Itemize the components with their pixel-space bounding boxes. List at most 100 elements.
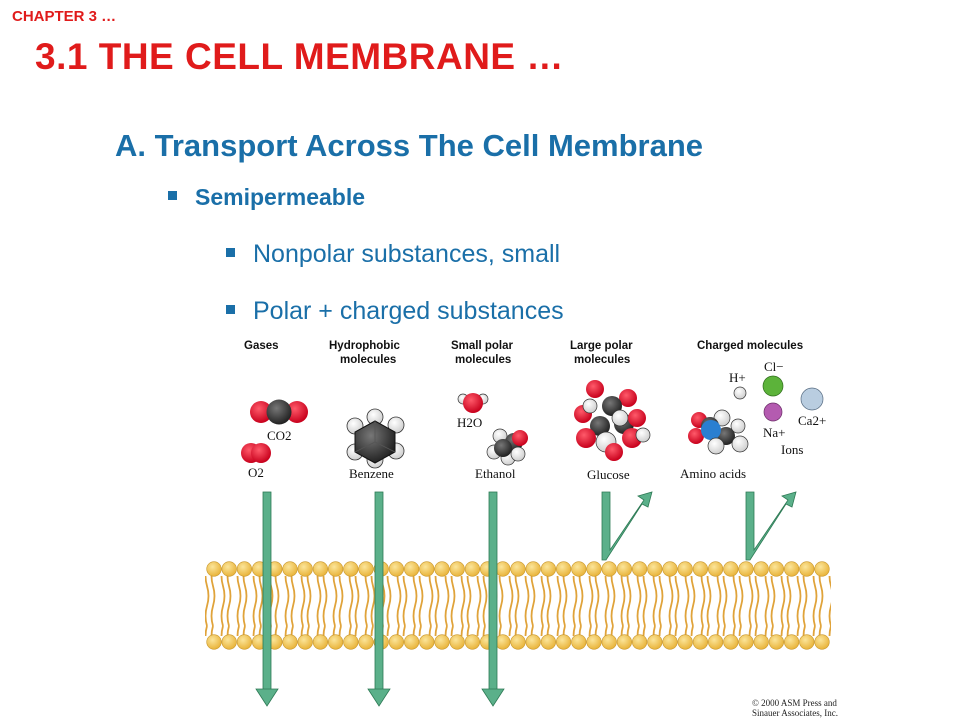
h2o-molecule-icon	[457, 393, 489, 413]
lipid-head	[358, 561, 374, 577]
svg-text:Small polar: Small polar	[451, 340, 514, 352]
lipid-head	[753, 634, 769, 650]
lipid-head	[221, 634, 237, 650]
copyright-line-2: Sinauer Associates, Inc.	[752, 708, 838, 718]
lipid-head	[388, 634, 405, 650]
benzene-label: Benzene	[349, 466, 394, 481]
h-plus-ion-icon	[733, 386, 747, 400]
lipid-head	[358, 634, 374, 650]
lipid-head	[343, 561, 359, 577]
lipid-head	[768, 634, 785, 650]
lipid-head	[525, 561, 541, 577]
lipid-head	[738, 634, 754, 650]
bullet-semipermeable: Semipermeable	[168, 184, 365, 211]
lipid-heads-top	[206, 561, 830, 577]
bullet-text: Polar + charged substances	[253, 297, 564, 325]
lipid-head	[312, 561, 329, 577]
ca2-plus-label: Ca2+	[798, 413, 826, 428]
lipid-head	[449, 634, 465, 650]
lipid-head	[601, 634, 617, 650]
svg-text:Large polar: Large polar	[570, 340, 633, 352]
lipid-head	[555, 561, 572, 577]
lipid-head	[647, 634, 663, 650]
lipid-head	[540, 561, 557, 577]
lipid-head	[586, 561, 602, 577]
category-large-polar: Large polar molecules	[570, 340, 633, 366]
lipid-head	[571, 561, 587, 577]
lipid-head	[297, 634, 313, 650]
co2-molecule-icon	[250, 399, 308, 425]
lipid-head	[525, 634, 541, 650]
lipid-head	[282, 634, 298, 650]
lipid-head	[616, 634, 633, 650]
lipid-head	[555, 634, 572, 650]
bullet-polar-charged: Polar + charged substances	[226, 297, 564, 326]
amino-acids-label: Amino acids	[680, 466, 746, 481]
lipid-head	[662, 561, 678, 577]
lipid-head	[814, 634, 830, 650]
lipid-head	[404, 561, 420, 577]
lipid-head	[419, 634, 435, 650]
na-plus-label: Na+	[763, 425, 786, 440]
blocked-arrow-charged	[745, 491, 797, 561]
diffusion-arrow-hydrophobic	[367, 491, 391, 707]
category-hydrophobic: Hydrophobic molecules	[329, 340, 401, 366]
lipid-head	[723, 634, 739, 650]
lipid-head	[404, 634, 420, 650]
lipid-head	[799, 634, 815, 650]
svg-text:Hydrophobic: Hydrophobic	[329, 340, 401, 352]
lipid-head	[753, 561, 769, 577]
lipid-heads-bottom	[206, 634, 830, 650]
bullet-text: Nonpolar substances, small	[253, 240, 561, 268]
diffusion-arrow-small-polar	[481, 491, 505, 707]
chapter-label: CHAPTER 3 …	[12, 8, 117, 25]
lipid-head	[510, 634, 526, 650]
lipid-head	[328, 634, 344, 650]
diffusion-arrow-gases	[255, 491, 279, 707]
lipid-head	[692, 561, 709, 577]
lipid-head	[221, 561, 237, 577]
lipid-head	[783, 561, 800, 577]
o2-label: O2	[248, 465, 264, 480]
h2o-label: H2O	[457, 415, 482, 430]
lipid-head	[571, 634, 587, 650]
cl-minus-label: Cl−	[764, 359, 784, 374]
category-small-polar: Small polar molecules	[451, 340, 514, 366]
lipid-head	[586, 634, 602, 650]
benzene-molecule-icon	[346, 408, 405, 469]
category-gases: Gases	[244, 340, 279, 352]
svg-text:Gases: Gases	[244, 340, 279, 352]
lipid-head	[783, 634, 800, 650]
svg-text:molecules: molecules	[455, 354, 511, 366]
lipid-head	[495, 634, 511, 650]
bullet-nonpolar: Nonpolar substances, small	[226, 240, 560, 269]
lipid-head	[677, 561, 693, 577]
cl-minus-ion-icon	[762, 375, 784, 397]
lipid-head	[601, 561, 617, 577]
ethanol-molecule-icon	[486, 428, 528, 466]
lipid-head	[495, 561, 511, 577]
lipid-head	[662, 634, 678, 650]
lipid-head	[388, 561, 405, 577]
lipid-head	[236, 634, 252, 650]
lipid-head	[677, 634, 693, 650]
lipid-head	[282, 561, 298, 577]
svg-text:Charged molecules: Charged molecules	[697, 340, 803, 352]
lipid-head	[631, 561, 648, 577]
amino-acid-molecule-icon	[688, 409, 749, 455]
o2-molecule-icon	[241, 443, 271, 463]
glucose-molecule-icon	[574, 380, 651, 461]
lipid-head	[814, 561, 830, 577]
ethanol-label: Ethanol	[475, 466, 516, 481]
lipid-head	[768, 561, 785, 577]
lipid-head	[510, 561, 526, 577]
lipid-head	[799, 561, 815, 577]
lipid-head	[297, 561, 313, 577]
lipid-head	[540, 634, 557, 650]
svg-text:molecules: molecules	[574, 354, 630, 366]
lipid-head	[616, 561, 633, 577]
lipid-bilayer	[205, 561, 831, 650]
membrane-diagram: Gases Hydrophobic molecules Small polar …	[205, 340, 838, 718]
lipid-head	[206, 634, 222, 650]
copyright-line-1: © 2000 ASM Press and	[752, 698, 837, 708]
